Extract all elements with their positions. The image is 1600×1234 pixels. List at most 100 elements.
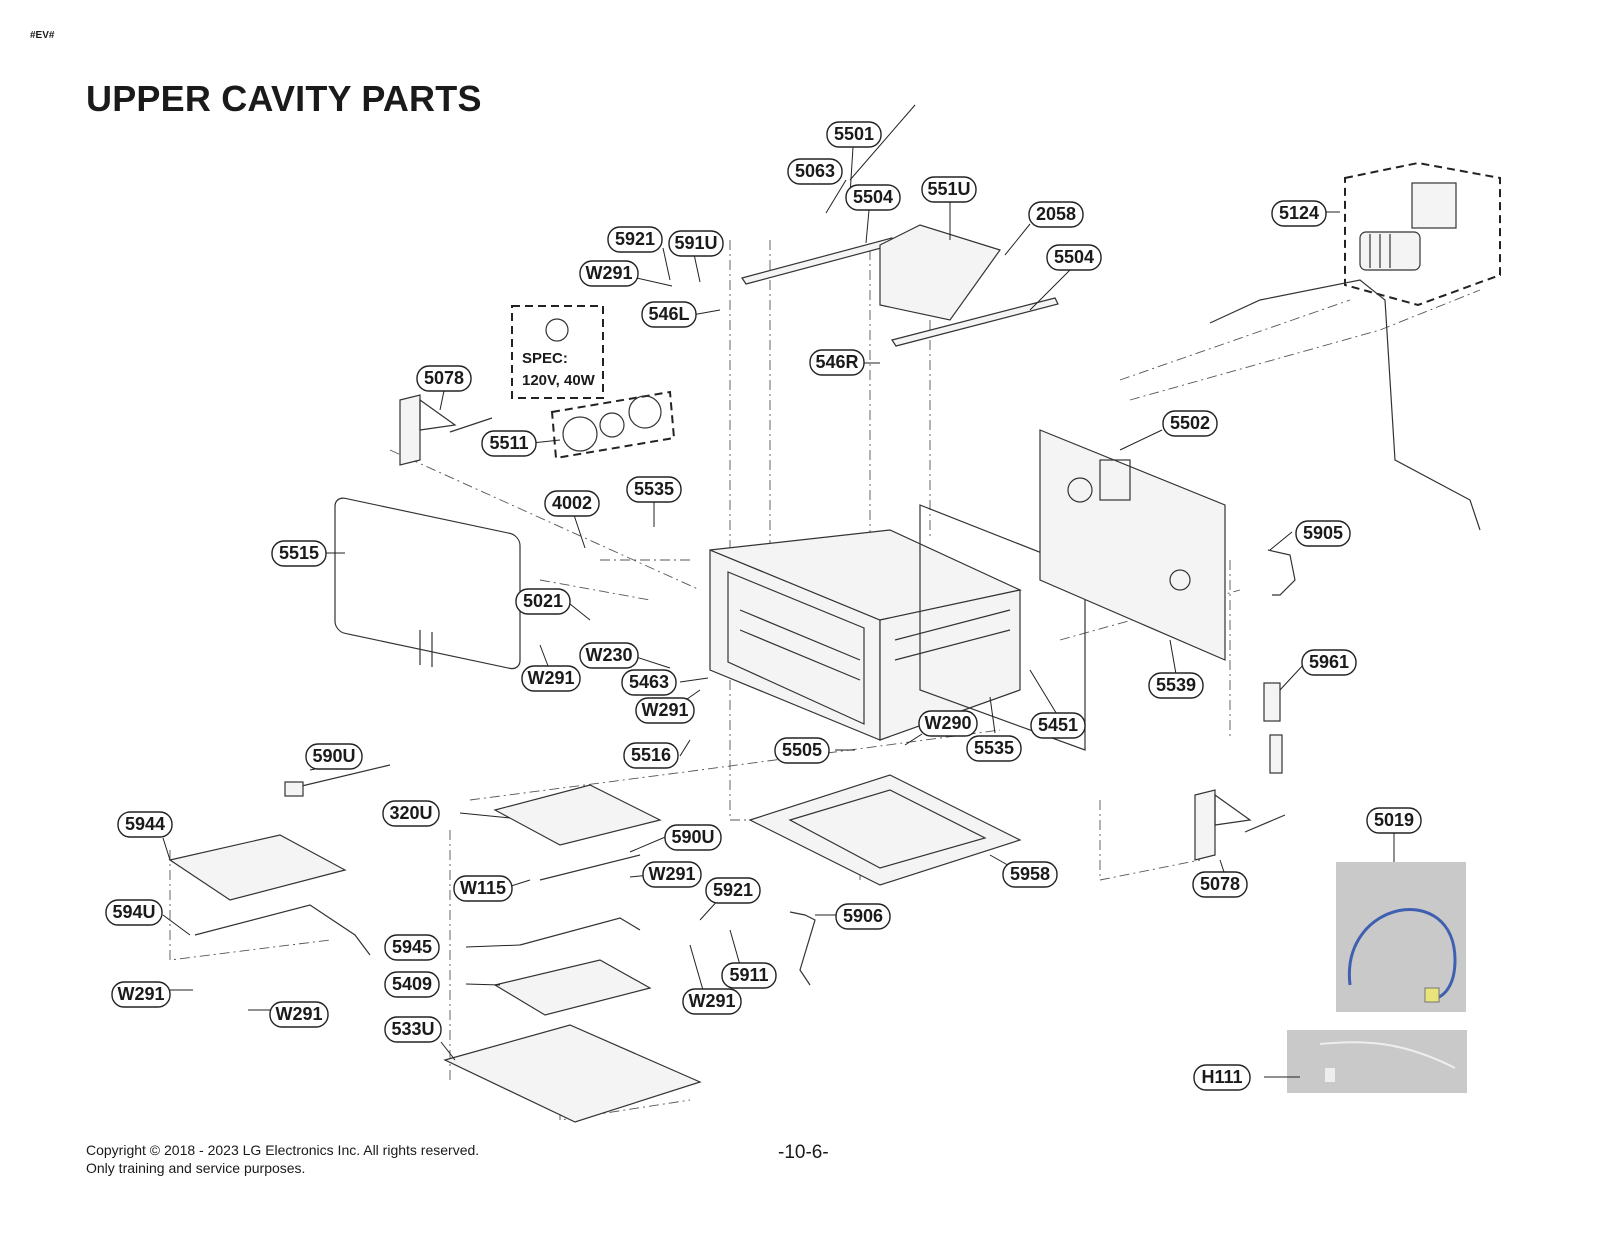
svg-text:5463: 5463	[629, 672, 669, 692]
hinge-left	[399, 394, 493, 466]
callout-590Ub: 590U	[664, 824, 722, 851]
callout-5535a: 5535	[626, 476, 682, 503]
callout-320U: 320U	[382, 800, 440, 827]
photo-5019	[1336, 862, 1466, 1012]
callout-4002: 4002	[544, 490, 600, 517]
svg-text:5019: 5019	[1374, 810, 1414, 830]
callout-5019: 5019	[1366, 807, 1422, 834]
svg-text:546L: 546L	[648, 304, 689, 324]
callout-5501: 5501	[826, 121, 882, 148]
svg-text:546R: 546R	[815, 352, 858, 372]
svg-text:590U: 590U	[671, 827, 714, 847]
svg-text:W291: W291	[585, 263, 632, 283]
spec-line1: SPEC:	[522, 350, 568, 367]
svg-text:5021: 5021	[523, 591, 563, 611]
callout-W230: W230	[579, 642, 639, 669]
footer-copyright-block: Copyright © 2018 - 2023 LG Electronics I…	[86, 1141, 479, 1177]
svg-text:5505: 5505	[782, 740, 822, 760]
svg-text:5501: 5501	[834, 124, 874, 144]
svg-text:5515: 5515	[279, 543, 319, 563]
svg-text:5539: 5539	[1156, 675, 1196, 695]
broil-tray	[493, 784, 662, 846]
callout-5505: 5505	[774, 737, 830, 764]
bottom-panel	[748, 774, 1022, 886]
callout-5539: 5539	[1148, 672, 1204, 699]
svg-text:W291: W291	[117, 984, 164, 1004]
callout-5063: 5063	[787, 158, 843, 185]
svg-text:5124: 5124	[1279, 203, 1319, 223]
callout-5504a: 5504	[845, 184, 901, 211]
svg-text:5451: 5451	[1038, 715, 1078, 735]
svg-text:5511: 5511	[489, 433, 528, 453]
callout-5906: 5906	[835, 903, 891, 930]
callout-5944: 5944	[117, 811, 173, 838]
svg-text:W290: W290	[924, 713, 971, 733]
svg-text:5535: 5535	[974, 738, 1014, 758]
gas-tube	[789, 911, 816, 986]
svg-text:2058: 2058	[1036, 204, 1076, 224]
temperature-sensor	[1267, 549, 1296, 596]
page-number: -10-6-	[778, 1142, 829, 1163]
svg-text:5905: 5905	[1303, 523, 1343, 543]
svg-text:5911: 5911	[729, 965, 768, 985]
callout-5409: 5409	[384, 971, 440, 998]
callout-594U: 594U	[105, 899, 163, 926]
callout-5463: 5463	[621, 669, 677, 696]
callout-5911: 5911	[721, 962, 777, 989]
svg-text:5921: 5921	[615, 229, 655, 249]
svg-text:594U: 594U	[112, 902, 155, 922]
spec-line2: 120V, 40W	[522, 372, 596, 389]
callout-5535b: 5535	[966, 735, 1022, 762]
svg-text:W291: W291	[648, 864, 695, 884]
back-insulation-panel	[919, 504, 1086, 751]
callout-5502: 5502	[1162, 410, 1218, 437]
svg-text:5961: 5961	[1309, 652, 1349, 672]
callout-5958: 5958	[1002, 861, 1058, 888]
callout-533U: 533U	[384, 1016, 442, 1043]
callout-5021: 5021	[515, 588, 571, 615]
callout-5078b: 5078	[1192, 871, 1248, 898]
callout-5961: 5961	[1301, 649, 1357, 676]
door-gasket	[334, 497, 521, 670]
callout-W291a: W291	[579, 260, 639, 287]
oven-cavity	[709, 529, 1022, 741]
top-rail-left	[741, 237, 897, 285]
callout-5515: 5515	[271, 540, 327, 567]
callout-5451: 5451	[1030, 712, 1086, 739]
document-tag: #EV#	[30, 30, 55, 41]
svg-text:5504: 5504	[1054, 247, 1094, 267]
svg-text:5504: 5504	[853, 187, 893, 207]
callout-546L: 546L	[641, 301, 697, 328]
svg-text:5944: 5944	[125, 814, 165, 834]
page-title: UPPER CAVITY PARTS	[86, 78, 482, 119]
door-latch	[1263, 682, 1283, 774]
svg-text:5535: 5535	[634, 479, 674, 499]
svg-text:5409: 5409	[392, 974, 432, 994]
rear-bracket-plate	[1039, 429, 1226, 661]
svg-text:5502: 5502	[1170, 413, 1210, 433]
svg-text:W230: W230	[585, 645, 632, 665]
svg-text:4002: 4002	[552, 493, 592, 513]
callout-5078a: 5078	[416, 365, 472, 392]
wire-harness	[1209, 279, 1481, 531]
svg-text:5906: 5906	[843, 906, 883, 926]
top-rail-right	[891, 297, 1059, 347]
callout-W291e: W291	[682, 988, 742, 1015]
vent-duct	[879, 224, 1001, 321]
lamp-spec-box: SPEC: 120V, 40W	[511, 305, 604, 399]
copyright-text: Copyright © 2018 - 2023 LG Electronics I…	[86, 1142, 480, 1158]
callout-5511: 5511	[481, 430, 537, 457]
svg-text:W291: W291	[275, 1004, 322, 1024]
svg-text:5958: 5958	[1010, 864, 1050, 884]
callout-5516: 5516	[623, 742, 679, 769]
svg-text:5516: 5516	[631, 745, 671, 765]
svg-text:591U: 591U	[674, 233, 717, 253]
callout-5921a: 5921	[607, 226, 663, 253]
convection-fan-assembly	[1344, 161, 1501, 307]
callout-5124: 5124	[1271, 200, 1327, 227]
callout-W290: W290	[918, 710, 978, 737]
svg-text:W291: W291	[641, 700, 688, 720]
callout-5504b: 5504	[1046, 244, 1102, 271]
callout-590Ua: 590U	[305, 743, 363, 770]
